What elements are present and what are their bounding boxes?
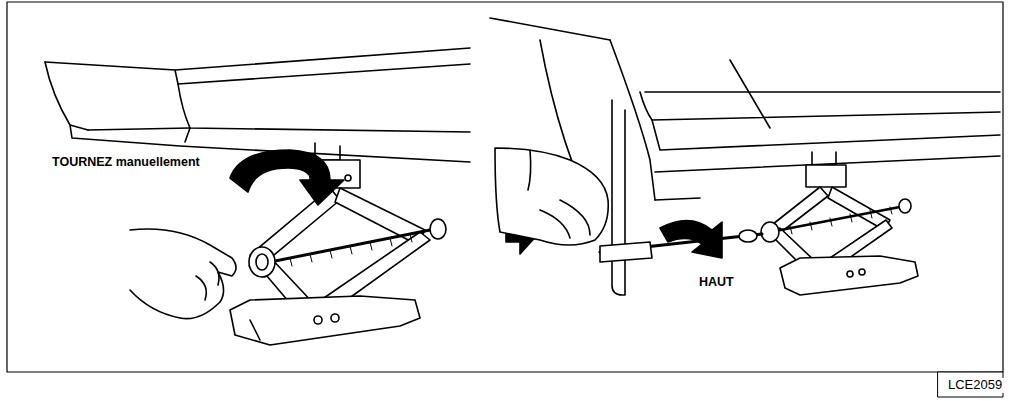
car-body-part	[730, 60, 770, 128]
scissor-jack-part	[430, 219, 446, 239]
hand-part	[210, 262, 219, 285]
scissor-jack-part	[250, 320, 260, 340]
scissor-jack-part	[250, 228, 440, 266]
frame-part	[7, 2, 1003, 372]
hand-part	[495, 148, 608, 245]
car-body-part	[645, 91, 1000, 93]
hand	[495, 148, 608, 245]
hand-part	[540, 210, 570, 238]
scissor-jack-part	[899, 199, 911, 213]
up-arrow	[660, 220, 722, 258]
wrench-and-rod-part	[739, 230, 757, 242]
up-arrow-part	[660, 220, 722, 258]
wrench-and-rod-part	[600, 242, 652, 262]
scissor-jack-part	[847, 271, 853, 277]
hand-part	[560, 200, 590, 235]
car-sill-part	[178, 84, 470, 132]
car-body-part	[490, 18, 610, 40]
scissor-jack-part	[256, 254, 268, 270]
scissor-jack-part	[331, 314, 339, 322]
car-sill	[45, 48, 470, 162]
wrench-and-rod-part	[612, 100, 625, 295]
scissor-jack	[761, 187, 918, 295]
figure-code: LCE2059	[946, 378, 1004, 393]
turn-arrow-part	[230, 150, 344, 205]
scissor-jack-part	[335, 188, 425, 245]
car-sill-part	[175, 64, 470, 84]
turn-arrow	[230, 150, 344, 205]
car-body-part	[655, 198, 700, 200]
wrench-and-rod	[600, 100, 762, 295]
scissor-jack-part	[314, 316, 322, 324]
jack-point-part	[812, 152, 836, 165]
hand-part	[196, 276, 206, 300]
frame	[7, 2, 1003, 397]
scissor-jack-part	[780, 256, 918, 295]
scissor-jack	[230, 188, 446, 345]
scissor-jack-part	[230, 296, 420, 345]
direction-label: HAUT	[697, 275, 736, 289]
car-body-part	[640, 92, 1000, 120]
jack-point	[806, 152, 846, 187]
car-sill-part	[45, 48, 470, 70]
jack-point-part	[345, 175, 351, 181]
scissor-jack-part	[761, 222, 779, 242]
hand	[130, 229, 236, 319]
instruction-label: TOURNEZ manuellement	[50, 155, 202, 169]
scissor-jack-part	[270, 234, 412, 270]
jack-point-part	[806, 165, 846, 187]
scissor-jack-part	[790, 207, 892, 234]
hand-part	[130, 229, 236, 319]
hand-part	[528, 150, 531, 190]
scissor-jack-part	[859, 269, 865, 275]
car-sill-part	[45, 62, 88, 130]
car-sill-part	[185, 128, 190, 142]
scissor-jack-part	[249, 247, 275, 277]
car-sill-part	[88, 128, 190, 130]
car-body-part	[652, 120, 1000, 150]
